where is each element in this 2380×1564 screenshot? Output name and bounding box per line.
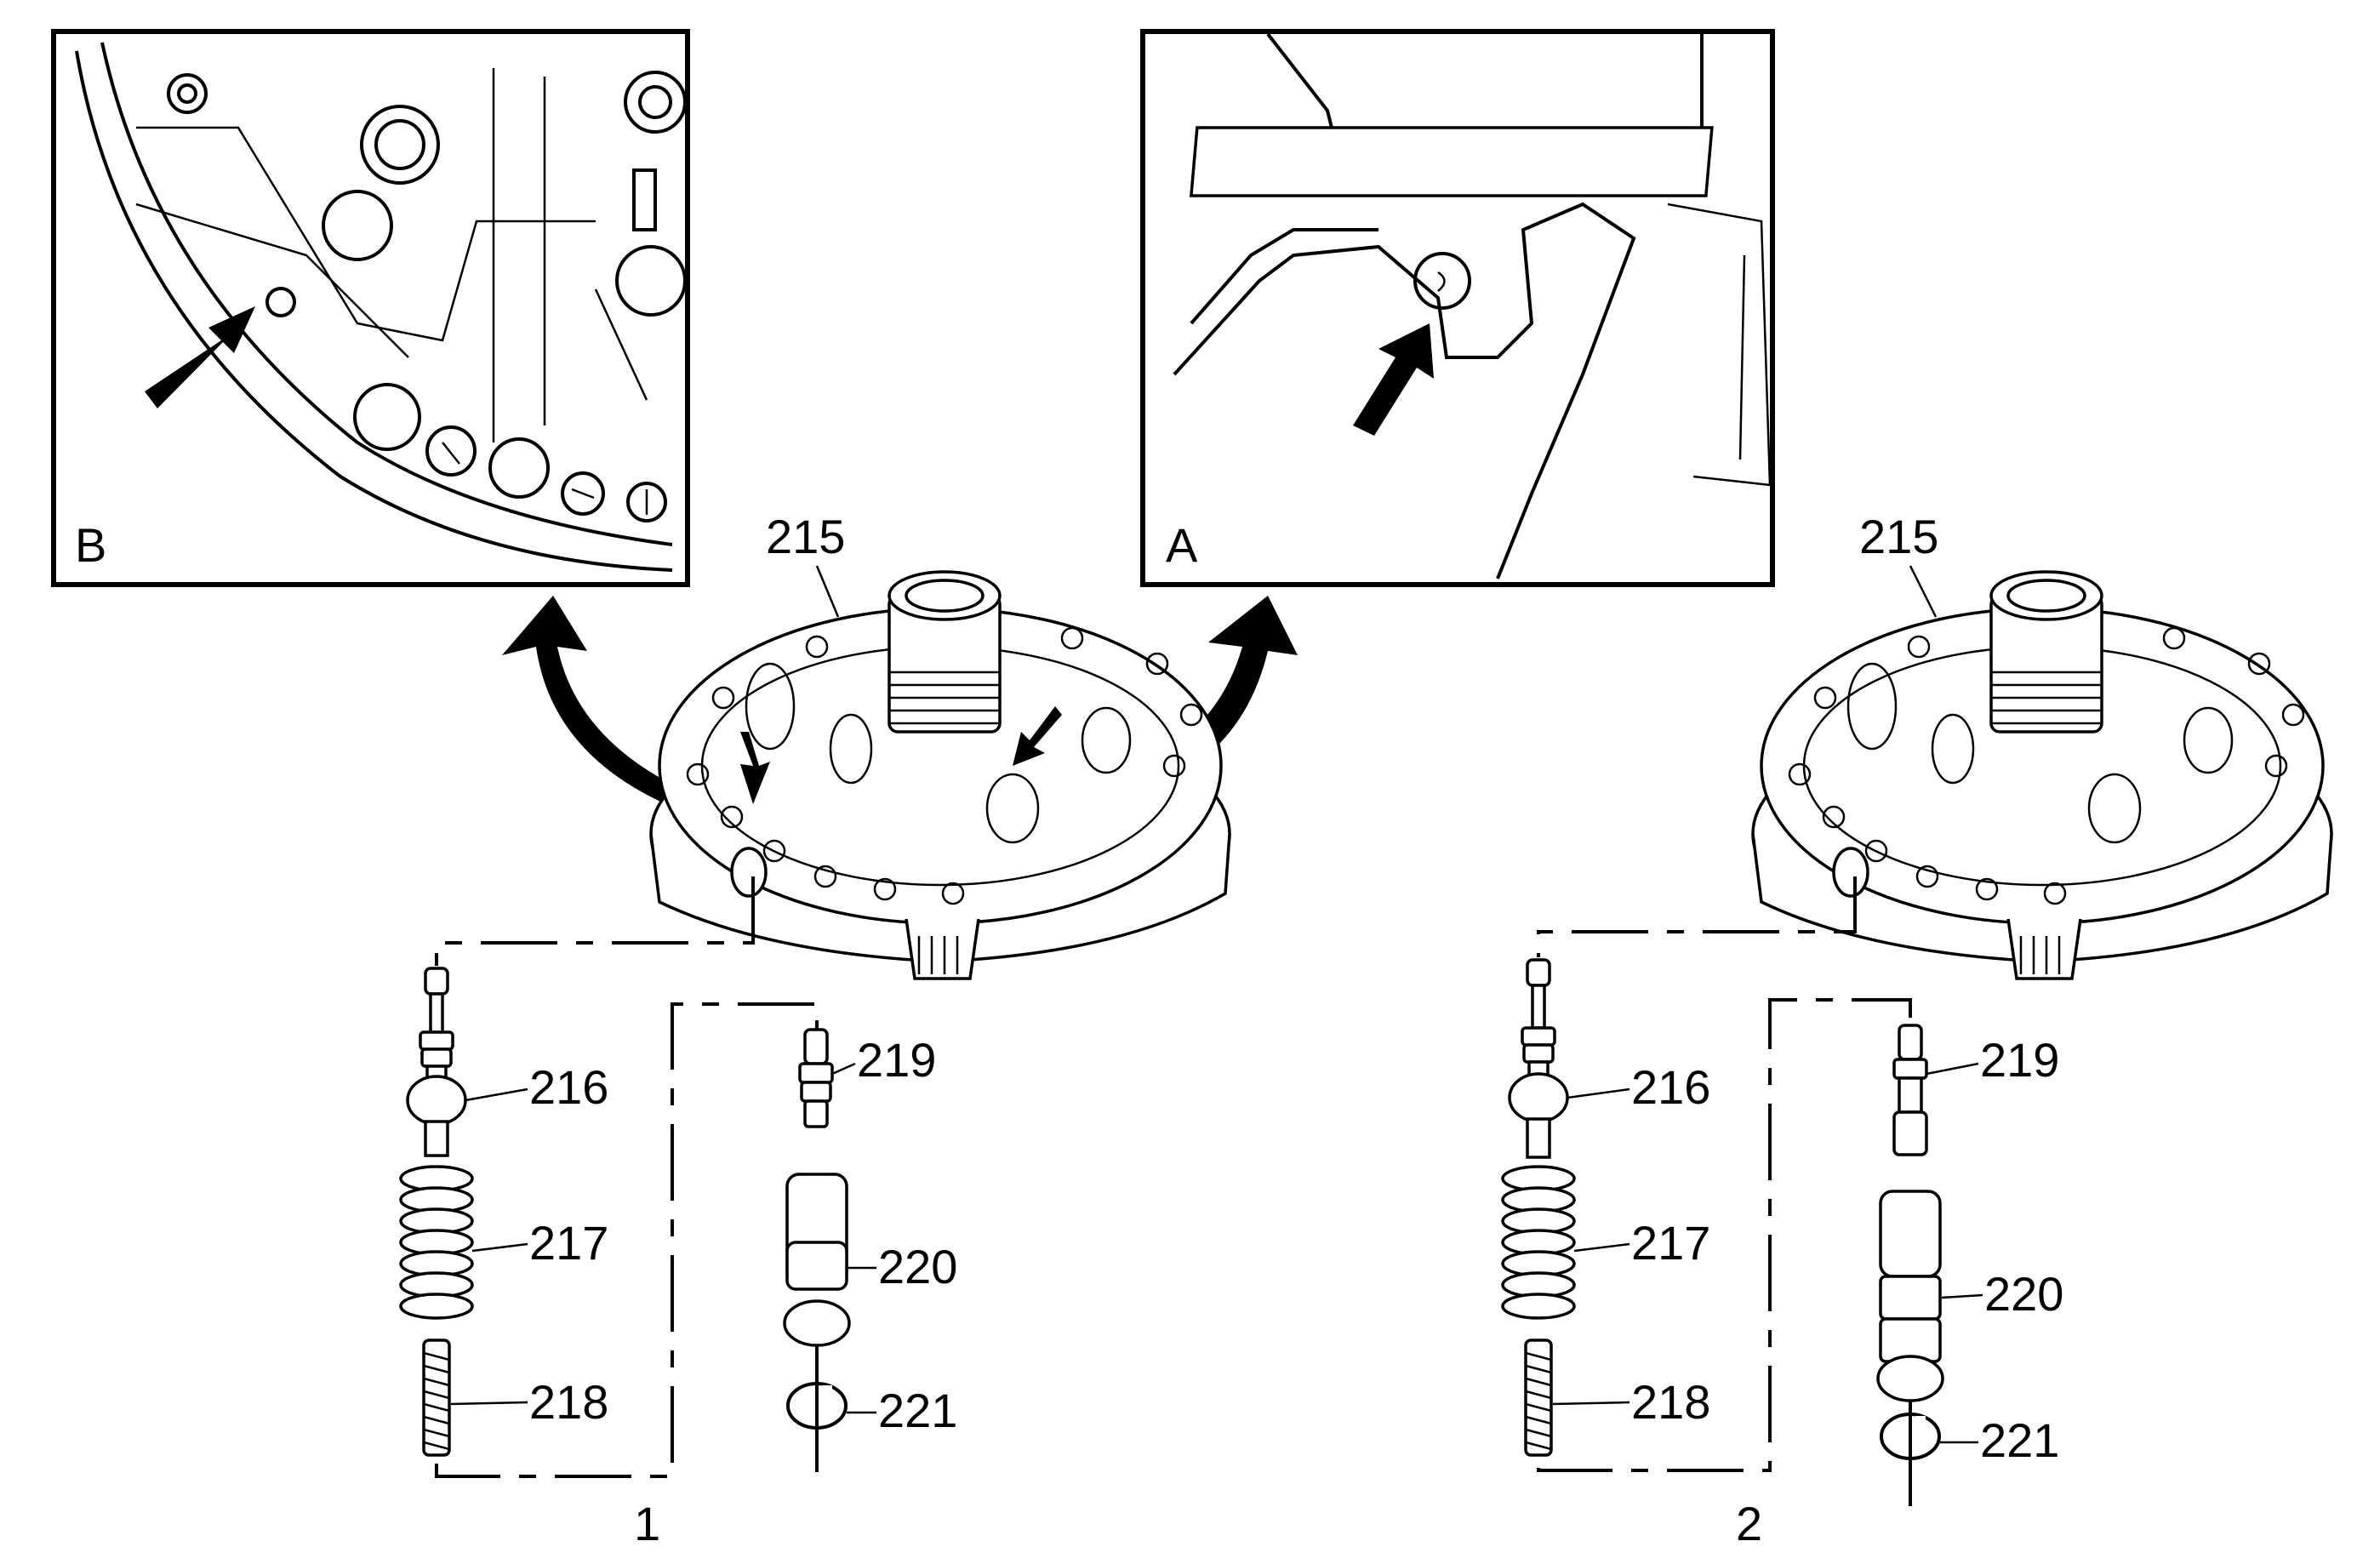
spring-217: [1501, 1165, 1576, 1320]
inset-label-b: B: [75, 518, 106, 572]
valve-body-assembly: [649, 570, 1231, 980]
spring-218: [422, 1339, 451, 1457]
part-label-219: 219: [1980, 1033, 2059, 1087]
view-label: 2: [1736, 1497, 1762, 1550]
part-label-220: 220: [878, 1240, 957, 1293]
valve-220: [1876, 1190, 1944, 1402]
valve-216: [406, 967, 467, 1157]
arrow-icon: [1013, 706, 1062, 766]
indicated-hole: [1413, 252, 1471, 310]
valve-216: [1508, 958, 1569, 1159]
spring-218: [1524, 1339, 1553, 1457]
view-1: 215: [399, 510, 1231, 1550]
valve-220: [783, 1173, 851, 1347]
detail-view-b: B: [51, 29, 690, 587]
valve-219: [1892, 1024, 1928, 1156]
part-label-216: 216: [1631, 1060, 1710, 1114]
part-label-217: 217: [1631, 1216, 1710, 1270]
detail-view-a: A: [1140, 29, 1775, 587]
snap-ring-221: [1880, 1413, 1941, 1460]
part-label-218: 218: [1631, 1375, 1710, 1429]
part-label-221: 221: [878, 1384, 957, 1437]
view-label: 1: [634, 1497, 660, 1550]
arrow-icon: [740, 732, 770, 804]
arrow-icon: [145, 306, 255, 408]
snap-ring-221: [786, 1382, 848, 1430]
curved-arrow-icon: [502, 596, 706, 817]
assembly-label: 215: [766, 510, 845, 563]
part-label-219: 219: [857, 1033, 936, 1087]
view-2: 215: [1501, 510, 2333, 1550]
part-label-218: 218: [529, 1375, 608, 1429]
valve-219: [798, 1028, 834, 1128]
part-label-217: 217: [529, 1216, 608, 1270]
assembly-label: 215: [1859, 510, 1938, 563]
part-label-220: 220: [1984, 1267, 2063, 1321]
part-label-216: 216: [529, 1060, 608, 1114]
spring-217: [399, 1165, 474, 1320]
part-label-221: 221: [1980, 1413, 2059, 1467]
valve-body-assembly: [1751, 570, 2333, 980]
inset-label-a: A: [1166, 518, 1198, 572]
indicated-hole: [265, 287, 296, 317]
arrow-icon: [1353, 323, 1434, 436]
